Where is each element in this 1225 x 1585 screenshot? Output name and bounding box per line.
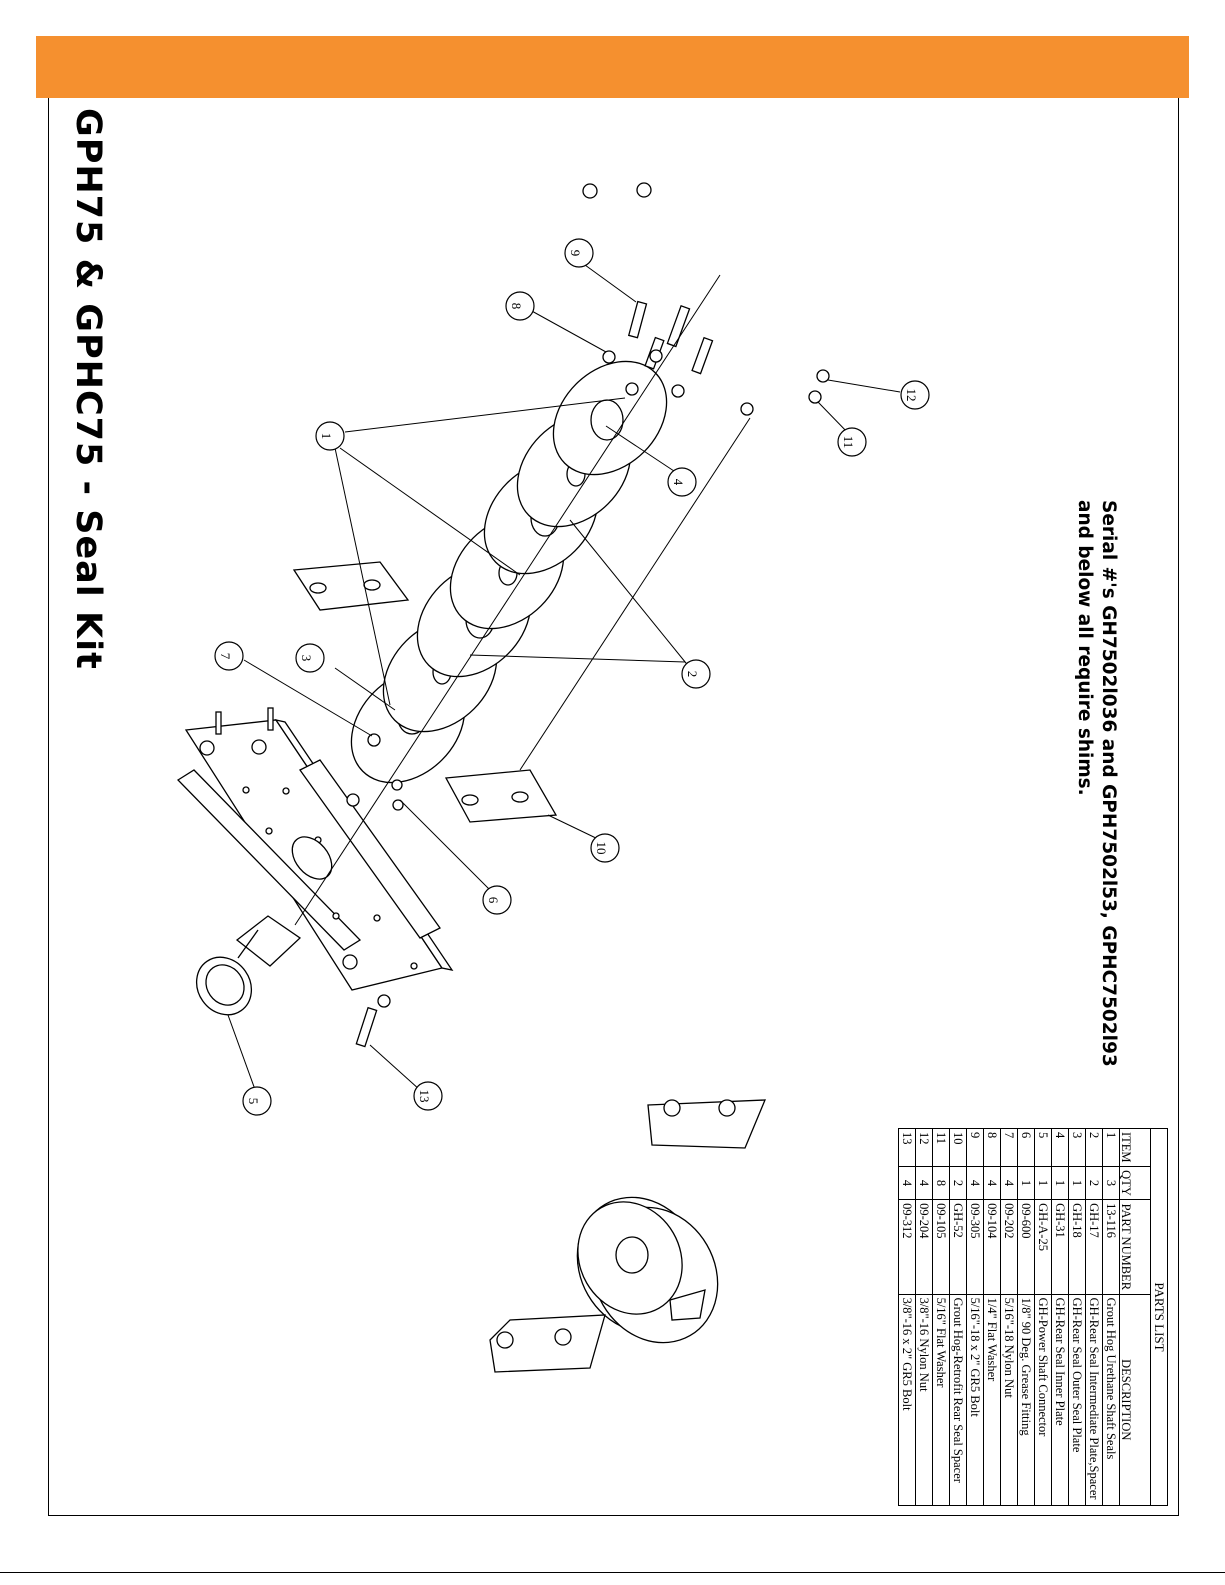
rear-seal-spacer-lower: [444, 769, 558, 823]
callout-13: 13: [417, 1090, 432, 1103]
callout-8: 8: [509, 303, 524, 310]
cell-item: 5: [1034, 1128, 1052, 1167]
cell-part: GH-17: [1085, 1199, 1103, 1295]
cell-item: 1: [1102, 1128, 1120, 1167]
cell-part: 09-204: [915, 1199, 933, 1295]
cell-desc: 3/8"-16 x 2" GR5 Bolt: [898, 1294, 916, 1506]
cell-part: 09-202: [1000, 1199, 1018, 1295]
cell-qty: 4: [915, 1166, 933, 1200]
mounting-bracket-flange: [176, 769, 362, 951]
rear-seal-spacer-upper: [292, 561, 410, 611]
cell-qty: 1: [1034, 1166, 1052, 1200]
col-part-number: PART NUMBER: [1119, 1199, 1151, 1295]
cell-item: 6: [1017, 1128, 1035, 1167]
cell-qty: 1: [1051, 1166, 1069, 1200]
cell-desc: GH-Rear Seal Inner Plate: [1051, 1294, 1069, 1506]
shaft-connector-body: [235, 915, 302, 967]
cell-qty: 4: [898, 1166, 916, 1200]
cell-desc: GH-Rear Seal Intermediate Plate,Spacer: [1085, 1294, 1103, 1506]
cell-qty: 4: [1000, 1166, 1018, 1200]
cell-desc: GH-Power Shaft Connector: [1034, 1294, 1052, 1506]
callout-3: 3: [299, 655, 314, 662]
callout-10: 10: [594, 842, 609, 855]
callout-7: 7: [218, 653, 233, 660]
cell-part: 09-104: [983, 1199, 1001, 1295]
cell-desc: 1/4" Flat Washer: [983, 1294, 1001, 1506]
col-qty: QTY: [1119, 1166, 1151, 1200]
cell-qty: 4: [983, 1166, 1001, 1200]
cell-item: 2: [1085, 1128, 1103, 1167]
cell-item: 13: [898, 1128, 916, 1167]
parts-list: PARTS LIST ITEM QTY PART NUMBER DESCRIPT…: [898, 1128, 1168, 1506]
cell-desc: Grout Hog Urethane Shaft Seals: [1102, 1294, 1120, 1506]
cell-desc: 5/16"-18 x 2" GR5 Bolt: [966, 1294, 984, 1506]
callout-1: 1: [319, 433, 334, 440]
cell-part: 09-105: [932, 1199, 950, 1295]
cell-item: 7: [1000, 1128, 1018, 1167]
cell-part: GH-A-25: [1034, 1199, 1052, 1295]
cell-qty: 3: [1102, 1166, 1120, 1200]
cell-item: 4: [1051, 1128, 1069, 1167]
callout-9: 9: [568, 250, 583, 257]
cell-item: 11: [932, 1128, 950, 1167]
cell-item: 10: [949, 1128, 967, 1167]
cell-desc: Grout Hog-Retrofit Rear Seal Spacer: [949, 1294, 967, 1506]
callout-4: 4: [671, 479, 686, 486]
parts-table: PARTS LIST ITEM QTY PART NUMBER DESCRIPT…: [898, 1128, 1168, 1506]
cell-item: 3: [1068, 1128, 1086, 1167]
col-item: ITEM: [1119, 1128, 1151, 1167]
cell-part: 09-305: [966, 1199, 984, 1295]
cell-qty: 1: [1068, 1166, 1086, 1200]
cell-item: 12: [915, 1128, 933, 1167]
parts-list-caption: PARTS LIST: [1150, 1128, 1168, 1506]
cell-qty: 4: [966, 1166, 984, 1200]
cell-part: GH-18: [1068, 1199, 1086, 1295]
callout-6: 6: [486, 897, 501, 904]
callout-12: 12: [904, 389, 919, 402]
page-frame: [48, 98, 1179, 1516]
assembled-bracket-2: [489, 1314, 606, 1373]
cell-item: 8: [983, 1128, 1001, 1167]
cell-part: 13-116: [1102, 1199, 1120, 1295]
cell-desc: 3/8"-16 Nylon Nut: [915, 1294, 933, 1506]
cell-qty: 2: [1085, 1166, 1103, 1200]
cell-part: 09-312: [898, 1199, 916, 1295]
cell-desc: 5/16"-18 Nylon Nut: [1000, 1294, 1018, 1506]
callout-5: 5: [246, 1098, 261, 1105]
callout-11: 11: [841, 436, 856, 449]
bracket-side-rail: [299, 759, 441, 939]
cell-part: GH-31: [1051, 1199, 1069, 1295]
cell-part: 09-600: [1017, 1199, 1035, 1295]
cell-desc: 1/8" 90 Deg. Grease Fitting: [1017, 1294, 1035, 1506]
col-description: DESCRIPTION: [1119, 1294, 1151, 1506]
cell-qty: 2: [949, 1166, 967, 1200]
cell-qty: 8: [932, 1166, 950, 1200]
cell-desc: GH-Rear Seal Outer Seal Plate: [1068, 1294, 1086, 1506]
bottom-rule: [0, 1572, 1225, 1573]
cell-qty: 1: [1017, 1166, 1035, 1200]
cell-item: 9: [966, 1128, 984, 1167]
header-bar: [36, 36, 1189, 98]
callout-2: 2: [685, 671, 700, 678]
cell-desc: 5/16" Flat Washer: [932, 1294, 950, 1506]
cell-part: GH-52: [949, 1199, 967, 1295]
